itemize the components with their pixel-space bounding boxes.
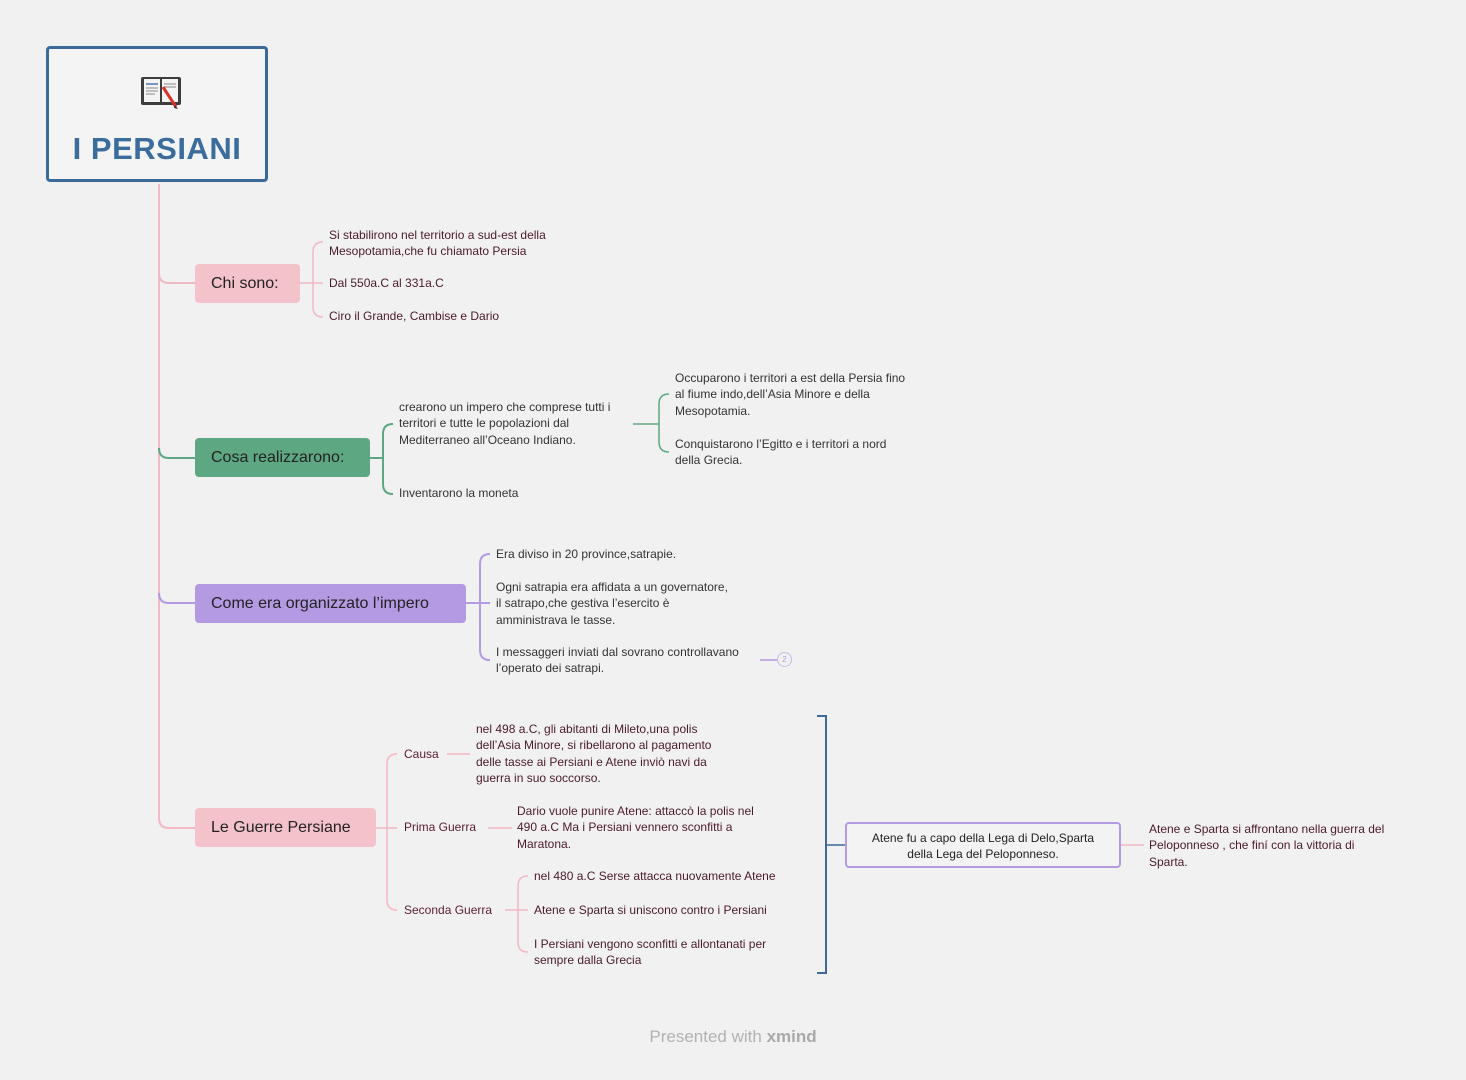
summary-text: Atene fu a capo della Lega di Delo,Spart… [871, 831, 1095, 861]
branch-causa[interactable]: Causa [404, 747, 439, 761]
chi-sono-item-2[interactable]: Dal 550a.C al 331a.C [329, 276, 444, 290]
topic-come-era-organizzato[interactable]: Come era organizzato l’impero [195, 584, 466, 623]
organizzato-item-3[interactable]: I messaggeri inviati dal sovrano control… [496, 645, 739, 676]
organizzato-item-1[interactable]: Era diviso in 20 province,satrapie. [496, 547, 677, 561]
footer-branding: Presented with xmind [0, 1027, 1466, 1047]
seconda-guerra-item-2[interactable]: Atene e Sparta si uniscono contro i Pers… [534, 903, 767, 917]
cosa-realizzarono-subitem-1[interactable]: Occuparono i territori a est della Persi… [675, 371, 906, 418]
branch-seconda-guerra[interactable]: Seconda Guerra [404, 903, 493, 917]
cosa-realizzarono-item-2[interactable]: Inventarono la moneta [399, 486, 519, 500]
root-title: I PERSIANI [72, 131, 242, 166]
collapse-badge-icon[interactable]: 2 [777, 652, 792, 667]
seconda-guerra-item-1[interactable]: nel 480 a.C Serse attacca nuovamente Ate… [534, 869, 776, 883]
topic-chi-sono[interactable]: Chi sono: [195, 264, 300, 303]
footer-prefix: Presented with [649, 1027, 767, 1046]
topic-cosa-realizzarono[interactable]: Cosa realizzarono: [195, 438, 370, 477]
chi-sono-item-3[interactable]: Ciro il Grande, Cambise e Dario [329, 309, 500, 323]
causa-text[interactable]: nel 498 a.C, gli abitanti di Mileto,una … [476, 722, 712, 785]
cosa-realizzarono-item-1[interactable]: crearono un impero che comprese tutti i … [399, 400, 611, 447]
prima-guerra-text[interactable]: Dario vuole punire Atene: attaccò la pol… [517, 804, 754, 851]
branch-prima-guerra[interactable]: Prima Guerra [404, 820, 477, 834]
book-pencil-icon [141, 77, 181, 109]
summary-followup-text[interactable]: Atene e Sparta si affrontano nella guerr… [1149, 822, 1385, 869]
cosa-realizzarono-subitem-2[interactable]: Conquistarono l’Egitto e i territori a n… [675, 437, 887, 468]
root-topic[interactable]: I PERSIANI [46, 46, 268, 182]
seconda-guerra-item-3[interactable]: I Persiani vengono sconfitti e allontana… [534, 937, 767, 968]
organizzato-item-2[interactable]: Ogni satrapia era affidata a un governat… [496, 580, 728, 627]
topic-le-guerre-persiane[interactable]: Le Guerre Persiane [195, 808, 376, 847]
chi-sono-item-1[interactable]: Si stabilirono nel territorio a sud-est … [329, 228, 546, 259]
summary-topic[interactable]: Atene fu a capo della Lega di Delo,Spart… [845, 822, 1121, 868]
xmind-logo: xmind [766, 1027, 817, 1046]
